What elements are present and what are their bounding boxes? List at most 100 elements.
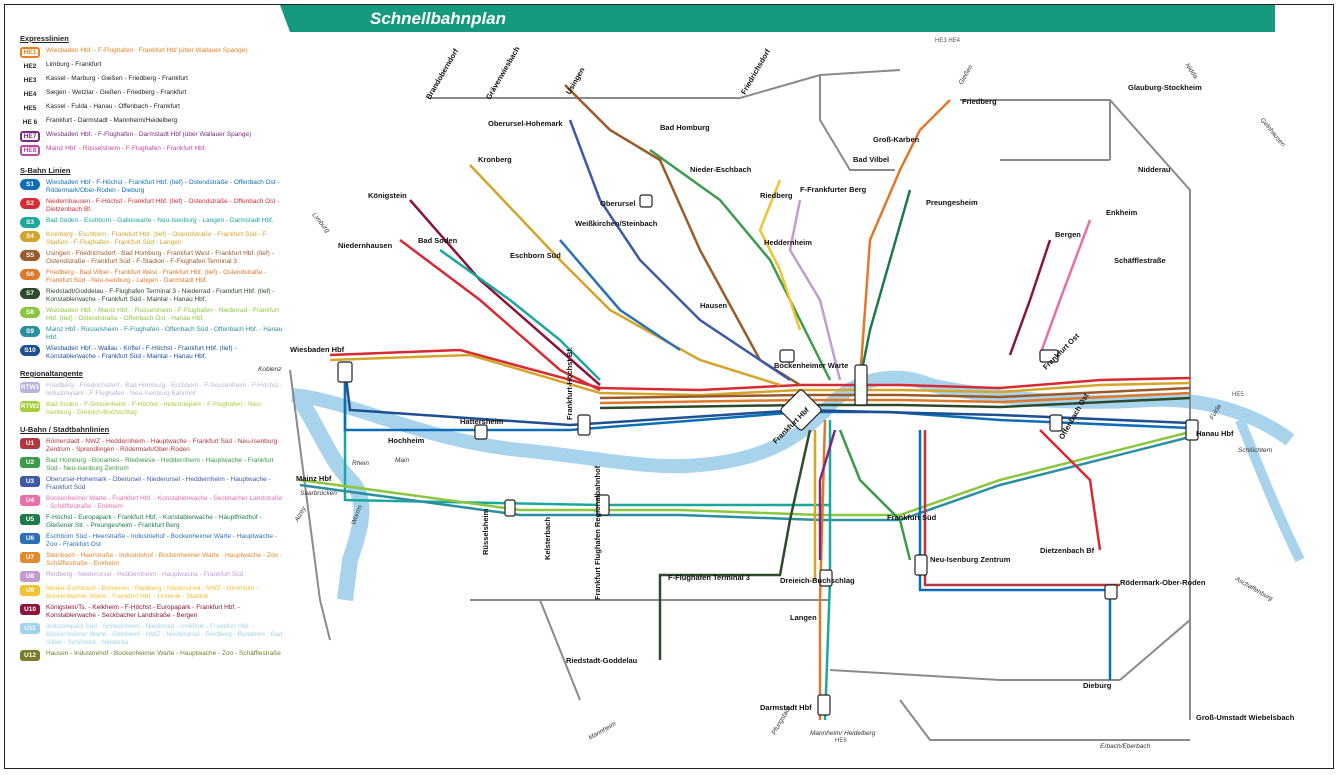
legend-text: F-Höchst - Europapark - Frankfurt Hbf. -… [46,514,262,529]
line-badge-u12: U12 [20,650,40,661]
line-badge-u4: U4 [20,495,40,506]
station-bad-homburg[interactable]: Bad Homburg [660,123,710,132]
station-bockenheimer-warte[interactable]: Bockenheimer Warte [774,361,848,370]
line-badge-u8: U8 [20,571,40,582]
legend-text: Nieder-Eschbach - Bonames - Riedberg - N… [46,585,259,600]
station-graevenwiesbach[interactable]: Grävenwiesbach [484,45,522,101]
station-bad-soden[interactable]: Bad Soden [418,236,458,245]
station-preungesheim[interactable]: Preungesheim [926,198,978,207]
station-frankfurter-berg[interactable]: F-Frankfurter Berg [800,185,867,194]
station-glauburg[interactable]: Glauburg-Stockheim [1128,83,1202,92]
station-kronberg[interactable]: Kronberg [478,155,512,164]
line-badge-s4: S4 [20,231,40,242]
legend-text: Industriepark Süd - Schwanheim - Niederr… [46,623,283,646]
station-flughafen-t3[interactable]: F-Flughafen Terminal 3 [668,573,750,582]
station-frankfurt-sued[interactable]: Frankfurt Süd [887,513,937,522]
legend-text: Mainz Hbf - Rüsselsheim - F-Flughafen - … [46,326,283,341]
station-nidderau[interactable]: Nidderau [1138,165,1171,174]
station-enkheim[interactable]: Enkheim [1106,208,1138,217]
legend-text: Eschborn Süd - Heerstraße - Industriehof… [46,533,277,548]
station-hanau[interactable]: Hanau Hbf [1196,429,1234,438]
station-dreieich[interactable]: Dreieich-Buchschlag [780,576,855,585]
dir-aschaffenburg: Aschaffenburg [1233,575,1274,603]
legend-text: Riedberg - Niederursel - Heddernheim - H… [46,571,244,578]
station-friedrichsdorf[interactable]: Friedrichsdorf [739,47,772,96]
station-gross-umstadt[interactable]: Groß-Umstadt Wiebelsbach [1196,713,1295,722]
station-flughafen-regional[interactable]: Frankfurt Flughafen Regionalbahnhof [593,465,602,600]
line-badge-rtw1: RTW1 [20,382,40,393]
station-hoechst[interactable]: Frankfurt-Höchst Bf. [565,347,574,420]
station-bergen[interactable]: Bergen [1055,230,1081,239]
station-friedberg[interactable]: Friedberg [962,97,997,106]
station-schaefflestrasse[interactable]: Schäfflestraße [1114,256,1166,265]
station-bad-vilbel[interactable]: Bad Vilbel [853,155,889,164]
line-badge-s10: S10 [20,345,40,356]
legend-text: Riedstadt/Goddelau - F-Flughafen Termina… [46,288,275,303]
station-nieder-eschbach[interactable]: Nieder-Eschbach [690,165,752,174]
dir-schluechtern: Schlüchtern [1238,447,1273,454]
title-banner [290,5,1275,32]
line-badge-s1: S1 [20,179,40,190]
legend-row-he6: HE 6 Frankfurt - Darmstadt - Mannheim/Hei… [20,117,285,128]
station-mainz[interactable]: Mainz Hbf [296,474,332,483]
station-kelsterbach[interactable]: Kelsterbach [543,517,552,560]
banner-notch [280,5,290,32]
station-dieburg[interactable]: Dieburg [1083,681,1112,690]
map-frame [4,4,1334,769]
line-badge-u6: U6 [20,533,40,544]
line-badge-u2: U2 [20,457,40,468]
station-dietzenbach[interactable]: Dietzenbach Bf [1040,546,1095,555]
line-badge-he6: HE 6 [20,117,40,128]
station-hausen[interactable]: Hausen [700,301,728,310]
line-badge-s7: S7 [20,288,40,299]
legend-text: Frankfurt - Darmstadt - Mannheim/Heidelb… [46,117,178,124]
station-neu-isenburg[interactable]: Neu-Isenburg Zentrum [930,555,1011,564]
station-brandoberndorf[interactable]: Brandoberndorf [424,47,461,101]
legend-row-u9: U9 Nieder-Eschbach - Bonames - Riedberg -… [20,585,285,601]
station-weisskirchen[interactable]: Weißkirchen/Steinbach [575,219,658,228]
legend-text: Kassel - Marburg - Gießen - Friedberg - … [46,75,188,82]
line-badge-u1: U1 [20,438,40,449]
station-oberursel-hohemark[interactable]: Oberursel-Hohemark [488,119,563,128]
legend-text: Hausen - Industriehof - Bockenheimer War… [46,650,281,657]
station-langen[interactable]: Langen [790,613,817,622]
station-riedstadt[interactable]: Riedstadt-Goddelau [566,656,638,665]
river-label-main: Main [395,457,409,464]
station-wiesbaden[interactable]: Wiesbaden Hbf [290,345,345,354]
station-hochheim[interactable]: Hochheim [388,436,425,445]
station-ruesselsheim[interactable]: Rüsselsheim [481,508,490,555]
line-badge-u9: U9 [20,585,40,596]
legend-text: Niedernhausen - F-Höchst - Frankfurt Hbf… [46,198,280,213]
station-koenigstein[interactable]: Königstein [368,191,407,200]
line-badge-s9: S9 [20,326,40,337]
line-badge-he3: HE3 [20,75,40,86]
station-darmstadt[interactable]: Darmstadt Hbf [760,703,812,712]
station-roedermark[interactable]: Rödermark-Ober-Roden [1120,578,1206,587]
station-eschborn-sued[interactable]: Eschborn Süd [510,251,561,260]
station-heddernheim[interactable]: Heddernheim [764,238,812,247]
station-hattersheim[interactable]: Hattersheim [460,417,504,426]
label-he5: HE5 [1232,392,1244,398]
station-markers [337,194,1199,716]
station-riedberg[interactable]: Riedberg [760,191,793,200]
line-badge-u3: U3 [20,476,40,487]
station-usingen[interactable]: Usingen [564,66,587,96]
station-oberursel[interactable]: Oberursel [600,199,635,208]
station-gross-karben[interactable]: Groß-Karben [873,135,920,144]
station-niedernhausen[interactable]: Niedernhausen [338,241,393,250]
south-branches [658,419,1120,721]
line-badge-he4: HE4 [20,89,40,100]
